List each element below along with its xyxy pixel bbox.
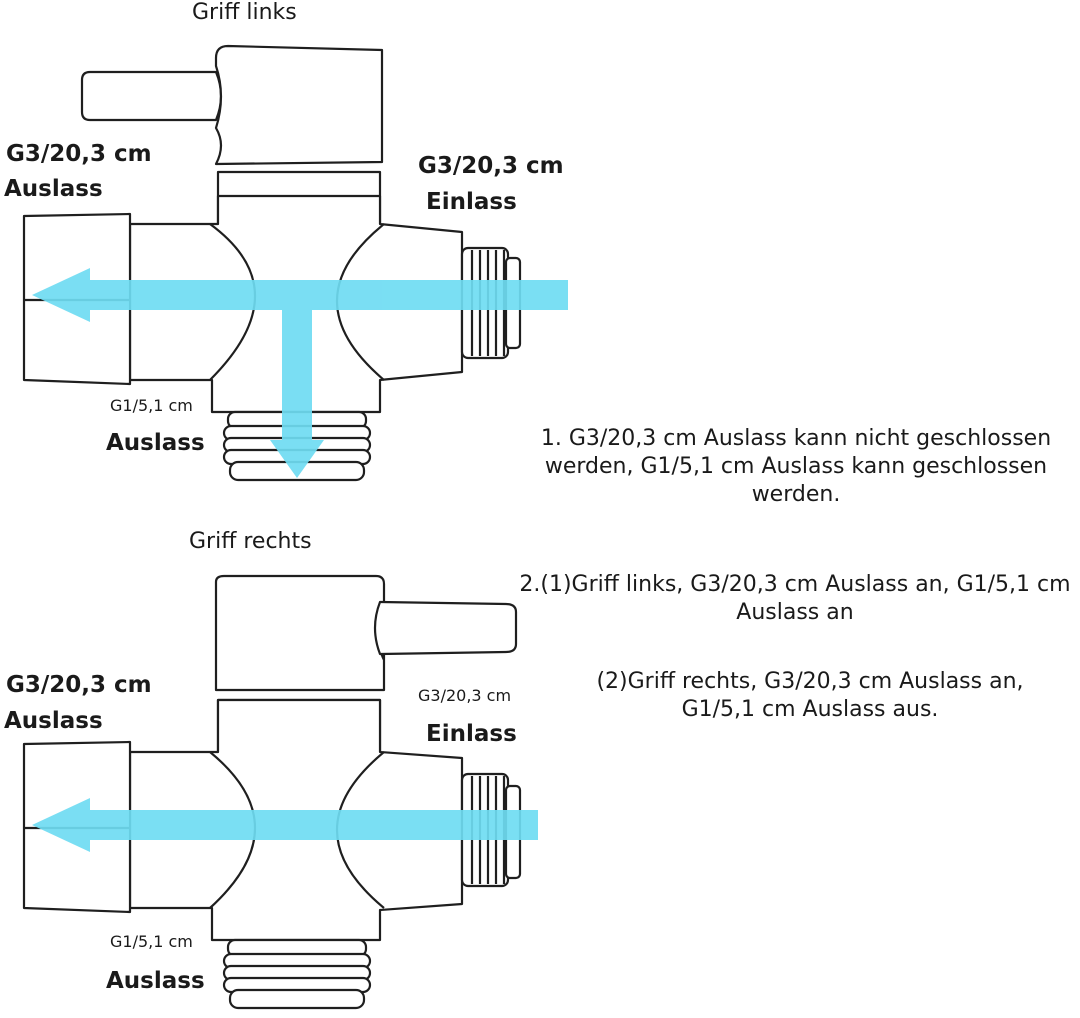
bottom-right-name-label: Einlass <box>426 721 517 747</box>
bottom-handle-lever <box>373 600 518 656</box>
top-valve <box>22 44 522 482</box>
top-left-name-label: Auslass <box>4 176 103 202</box>
bottom-bottom-name-label: Auslass <box>106 968 205 994</box>
bottom-flow-left-head <box>32 798 90 852</box>
top-handle-lever <box>80 70 223 122</box>
bottom-handle-label: Griff rechts <box>189 529 312 554</box>
bottom-handle-cap <box>214 574 386 692</box>
bottom-bottom-size-label: G1/5,1 cm <box>110 932 193 951</box>
bottom-flow-arrows <box>32 798 538 852</box>
bottom-flow-horizontal <box>82 810 538 840</box>
top-flow-left-head <box>32 268 90 322</box>
top-bottom-size-label: G1/5,1 cm <box>110 396 193 415</box>
note-2: 2.(1)Griff links, G3/20,3 cm Auslass an,… <box>519 572 1071 625</box>
top-flow-horizontal <box>82 280 568 310</box>
bottom-right-size-label: G3/20,3 cm <box>418 686 512 705</box>
top-right-size-label: G3/20,3 cm <box>418 153 564 179</box>
top-right-name-label: Einlass <box>426 189 517 215</box>
top-handle-cap <box>214 44 384 166</box>
note-1: 1. G3/20,3 cm Auslass kann nicht geschlo… <box>540 426 1052 507</box>
top-bottom-name-label: Auslass <box>106 430 205 456</box>
bottom-left-name-label: Auslass <box>4 708 103 734</box>
top-left-size-label: G3/20,3 cm <box>6 141 152 167</box>
bottom-bottom-thread <box>222 938 372 1010</box>
note-3: (2)Griff rechts, G3/20,3 cm Auslass an, … <box>596 669 1024 722</box>
bottom-left-size-label: G3/20,3 cm <box>6 672 152 698</box>
top-flow-vertical <box>282 306 312 446</box>
top-flow-arrows <box>32 268 568 478</box>
top-flow-down-head <box>270 440 324 478</box>
bottom-valve <box>22 574 522 1010</box>
top-handle-label: Griff links <box>192 0 297 25</box>
